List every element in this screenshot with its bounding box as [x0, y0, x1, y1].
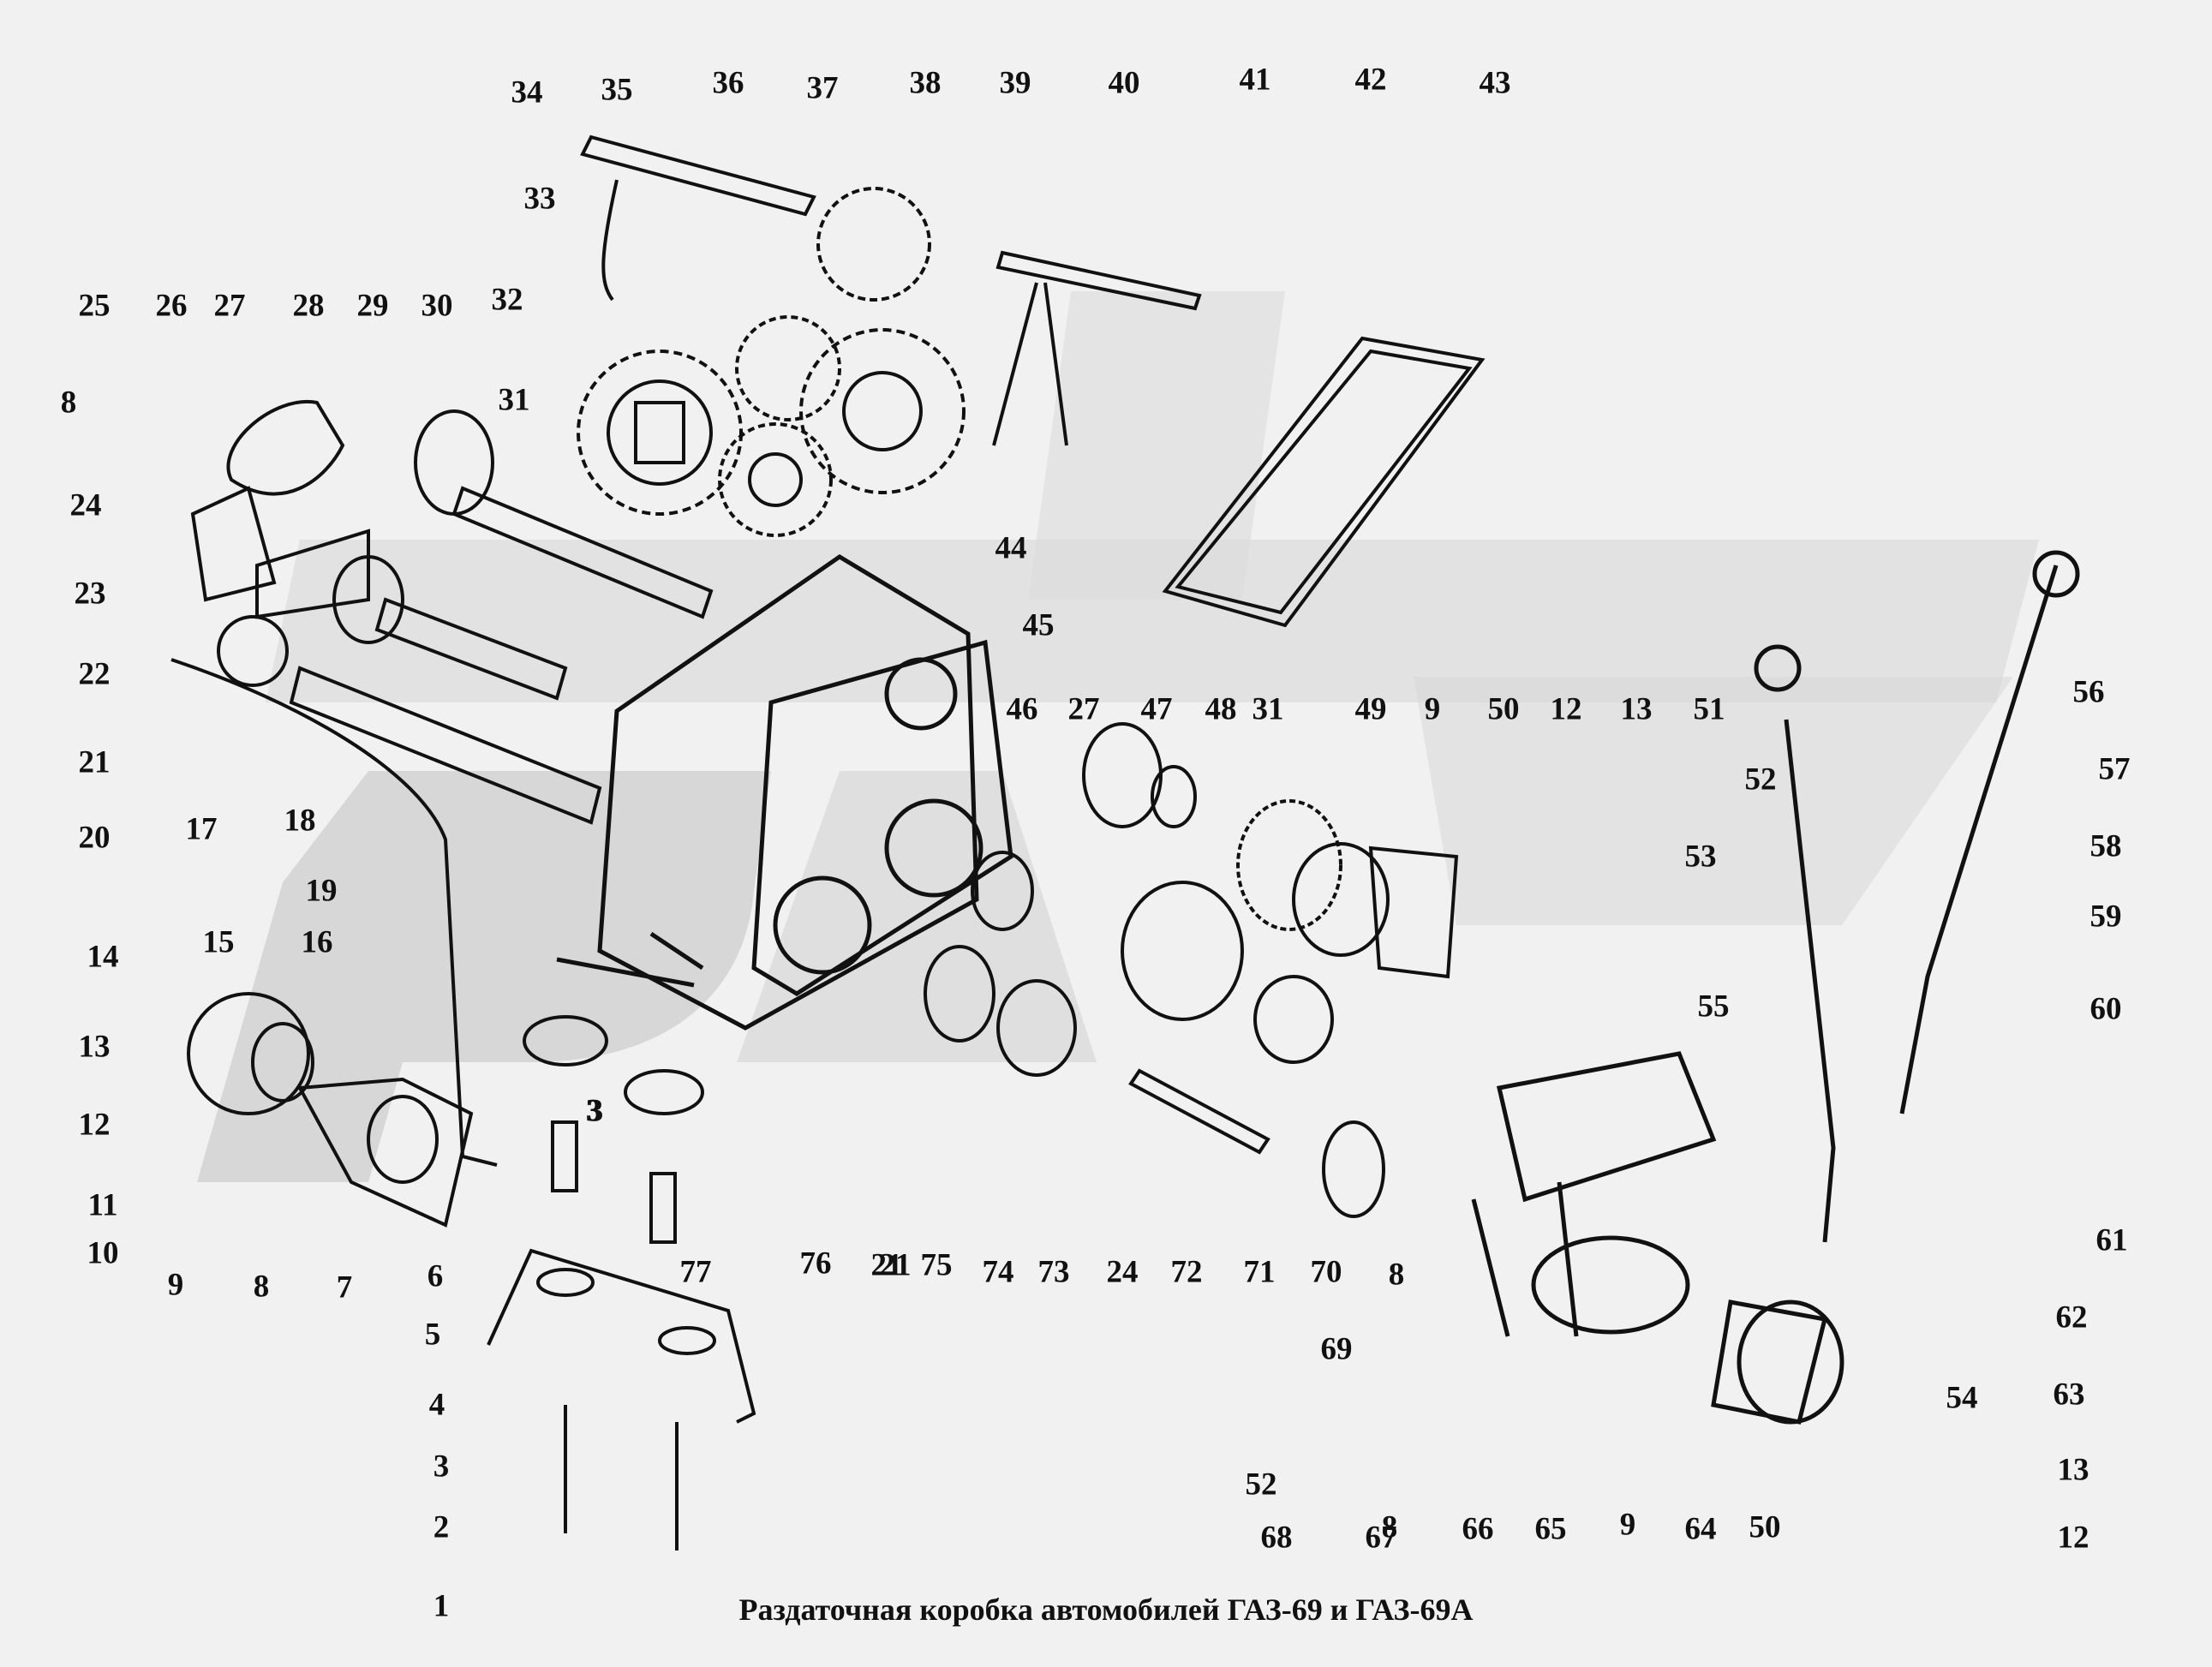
shafts-left: [170, 399, 714, 1167]
left-flange-parts: [187, 529, 474, 1228]
bearings-middle: [924, 722, 1459, 1218]
gear-assembly-top: [577, 134, 1202, 537]
watermark-logo: [197, 291, 2039, 1182]
main-housing: [556, 554, 1013, 1031]
mount-bracket: [487, 1015, 756, 1550]
cover-plate: [1162, 336, 1486, 628]
diagram-caption: Раздаточная коробка автомобилей ГАЗ-69 и…: [738, 1592, 1474, 1627]
shift-levers: [1471, 550, 2080, 1425]
